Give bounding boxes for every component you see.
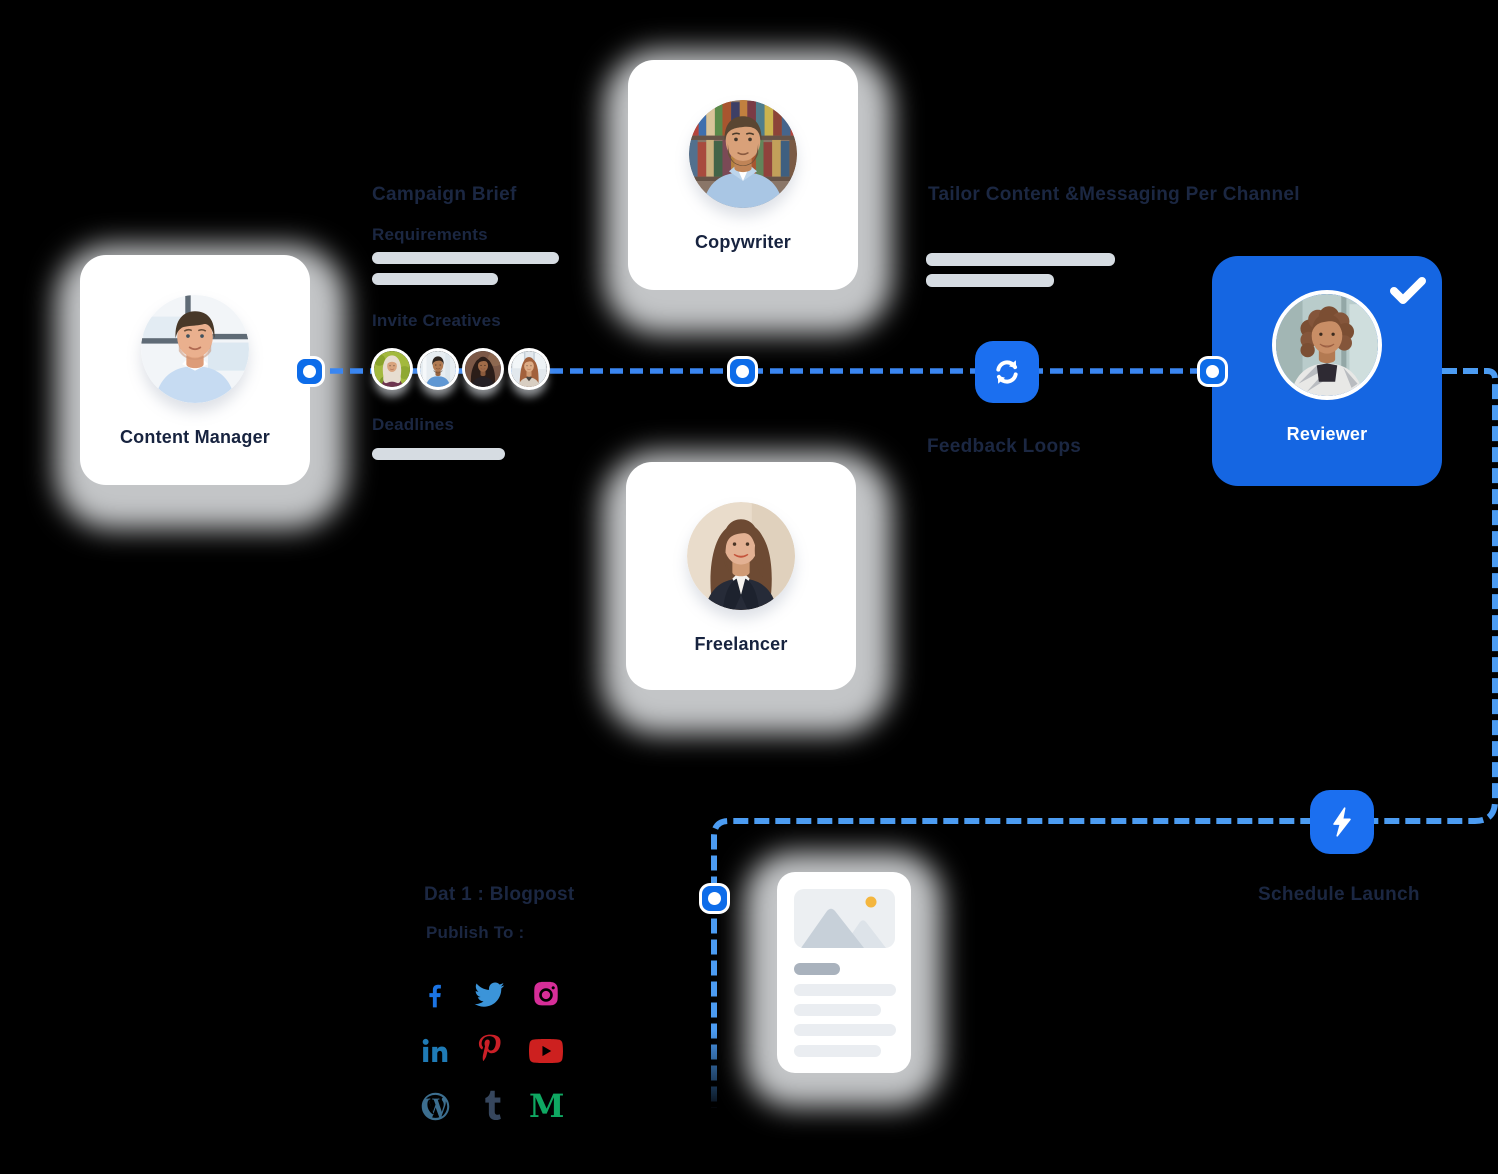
skeleton-bar — [372, 273, 498, 285]
approved-check-icon — [1390, 277, 1426, 304]
freelancer-label: Freelancer — [694, 634, 788, 654]
freelancer-avatar — [687, 502, 795, 610]
reviewer-label: Reviewer — [1286, 424, 1368, 444]
schedule-launch-button[interactable] — [1310, 790, 1374, 854]
tailor-title: Tailor Content &Messaging Per Channel — [928, 184, 1300, 205]
feedback-loop-button[interactable] — [975, 341, 1039, 403]
mountain-image-placeholder-icon — [801, 896, 886, 948]
connector-node-content-manager — [297, 359, 322, 384]
invite-avatar-1[interactable] — [374, 351, 410, 387]
skeleton-bar — [372, 252, 559, 264]
skeleton-bar — [926, 274, 1054, 287]
requirements-label: Requirements — [372, 225, 488, 244]
invite-avatar-4[interactable] — [511, 351, 547, 387]
youtube-icon[interactable] — [528, 1033, 564, 1069]
skeleton-bar — [926, 253, 1115, 266]
twitter-icon[interactable] — [471, 977, 507, 1013]
blogpost-title: Dat 1 : Blogpost — [424, 884, 575, 905]
connector-node-reviewer — [1200, 359, 1225, 384]
connector-node-blogpost — [702, 886, 727, 911]
deadlines-label: Deadlines — [372, 415, 455, 434]
doc-text-line — [794, 1004, 881, 1016]
pinterest-icon[interactable] — [472, 1030, 508, 1066]
content-manager-label: Content Manager — [119, 427, 270, 447]
tumblr-icon[interactable] — [474, 1085, 510, 1121]
skeleton-bar — [372, 448, 505, 460]
invite-creatives-label: Invite Creatives — [372, 311, 501, 330]
facebook-icon[interactable] — [417, 977, 453, 1013]
medium-icon[interactable]: M — [528, 1088, 564, 1124]
feedback-loops-label: Feedback Loops — [927, 436, 1082, 457]
doc-text-line — [794, 1024, 896, 1036]
copywriter-avatar — [689, 100, 797, 208]
blogpost-document-card[interactable] — [777, 872, 911, 1073]
lightning-bolt-icon — [1333, 807, 1351, 837]
schedule-launch-label: Schedule Launch — [1258, 884, 1420, 905]
card-content-manager[interactable]: Content Manager — [80, 255, 310, 485]
invite-avatar-2[interactable] — [420, 351, 456, 387]
doc-title-pill — [794, 963, 840, 975]
linkedin-icon[interactable] — [417, 1032, 453, 1068]
reviewer-avatar — [1276, 294, 1378, 396]
image-placeholder — [794, 889, 895, 948]
campaign-brief-title: Campaign Brief — [372, 184, 517, 205]
copywriter-label: Copywriter — [694, 232, 792, 252]
card-reviewer[interactable]: Reviewer — [1212, 256, 1442, 486]
doc-text-line — [794, 1045, 881, 1057]
instagram-icon[interactable] — [528, 977, 564, 1013]
sync-arrows-icon — [996, 360, 1018, 384]
card-copywriter[interactable]: Copywriter — [628, 60, 858, 290]
wordpress-icon[interactable] — [417, 1088, 453, 1124]
card-freelancer[interactable]: Freelancer — [626, 462, 856, 690]
sun-dot — [865, 896, 877, 908]
svg-text:M: M — [529, 1090, 564, 1122]
doc-text-line — [794, 984, 896, 996]
invite-avatar-3[interactable] — [465, 351, 501, 387]
content-manager-avatar — [141, 295, 249, 403]
publish-to-label: Publish To : — [426, 923, 525, 942]
connector-node-copywriter — [730, 359, 755, 384]
